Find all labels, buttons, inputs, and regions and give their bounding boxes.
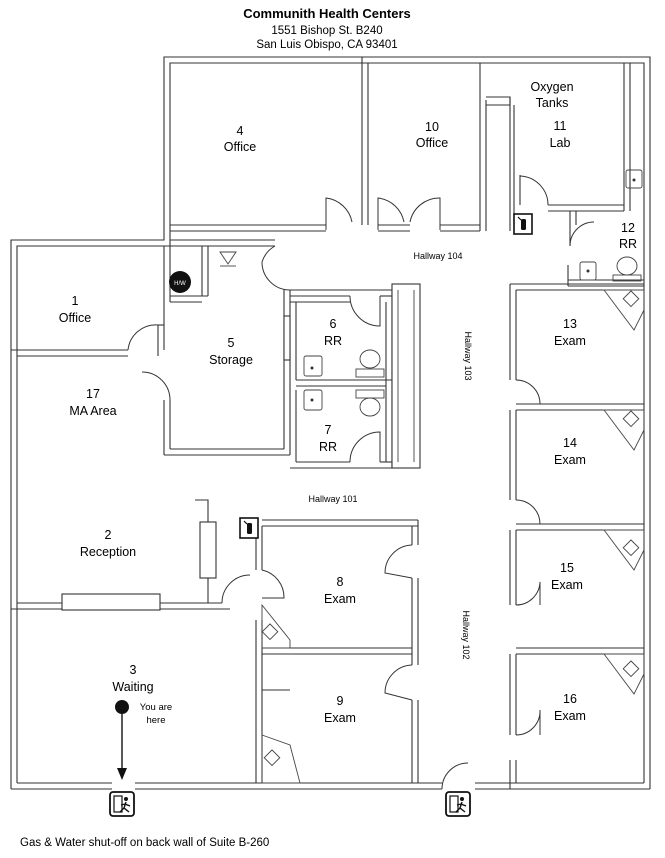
room-1-number: 1 [72, 294, 79, 308]
room-14-number: 14 [563, 436, 577, 450]
room-12-number: 12 [621, 221, 635, 235]
fire-extinguisher-icon [513, 213, 533, 235]
plan-title: Communith Health Centers [243, 6, 411, 21]
room-7-number: 7 [325, 423, 332, 437]
toilet-icon [355, 389, 385, 417]
oxygen-label-1: Oxygen [530, 80, 573, 94]
hallway-101-label: Hallway 101 [308, 494, 357, 504]
room-9-name: Exam [324, 711, 356, 725]
room-3-name: Waiting [112, 680, 153, 694]
room-11-number: 11 [554, 119, 567, 133]
room-17-number: 17 [86, 387, 100, 401]
sink-icon [603, 409, 645, 451]
room-5-name: Storage [209, 353, 253, 367]
sink-icon [261, 734, 301, 784]
outer-walls [10, 56, 651, 790]
room-8-number: 8 [337, 575, 344, 589]
you-are-here-marker-icon [115, 700, 129, 780]
room-13-number: 13 [563, 317, 577, 331]
room-8-name: Exam [324, 592, 356, 606]
gas-valve-icon [219, 251, 237, 267]
address-line-2: San Luis Obispo, CA 93401 [256, 39, 397, 51]
footer-note: Gas & Water shut-off on back wall of Sui… [20, 837, 269, 849]
oxygen-label-2: Tanks [536, 96, 569, 110]
doors [127, 175, 595, 790]
room-5-number: 5 [228, 336, 235, 350]
room-16-name: Exam [554, 709, 586, 723]
exit-icon [109, 791, 135, 817]
sink-icon [579, 261, 597, 281]
sink-icon [625, 169, 643, 189]
room-16-number: 16 [563, 692, 577, 706]
room-1-name: Office [59, 311, 91, 325]
room-10-name: Office [416, 136, 448, 150]
sink-icon [603, 289, 645, 331]
sink-icon [303, 389, 323, 411]
room-15-number: 15 [560, 561, 574, 575]
address-line-1: 1551 Bishop St. B240 [271, 25, 382, 37]
interior-walls [11, 57, 644, 789]
room-2-number: 2 [105, 528, 112, 542]
sink-icon [603, 653, 645, 695]
sink-icon [603, 529, 645, 571]
hallway-102-label: Hallway 102 [461, 610, 471, 659]
toilet-icon [612, 256, 642, 282]
room-14-name: Exam [554, 453, 586, 467]
sink-icon [261, 603, 291, 649]
you-are-here-line-1: You are [140, 702, 172, 713]
room-17-name: MA Area [69, 404, 116, 418]
exit-icon [445, 791, 471, 817]
room-15-name: Exam [551, 578, 583, 592]
room-labels: 4 Office 10 Office Oxygen Tanks 11 Lab 1… [59, 80, 637, 726]
room-6-name: RR [324, 334, 342, 348]
hallway-104-label: Hallway 104 [413, 251, 462, 261]
water-heater-label: H/W [174, 281, 186, 287]
fixtures: H/W [169, 169, 645, 784]
room-6-number: 6 [330, 317, 337, 331]
hallway-labels: Hallway 104 Hallway 103 Hallway 101 Hall… [308, 251, 473, 660]
room-3-number: 3 [130, 663, 137, 677]
room-12-name: RR [619, 237, 637, 251]
water-heater-icon: H/W [169, 271, 191, 293]
room-11-name: Lab [550, 136, 571, 150]
fire-extinguisher-icon [239, 517, 259, 539]
room-4-name: Office [224, 140, 256, 154]
room-4-number: 4 [237, 124, 244, 138]
you-are-here-line-2: here [146, 715, 165, 726]
room-13-name: Exam [554, 334, 586, 348]
room-7-name: RR [319, 440, 337, 454]
hallway-103-label: Hallway 103 [463, 331, 473, 380]
room-9-number: 9 [337, 694, 344, 708]
sink-icon [303, 355, 323, 377]
room-10-number: 10 [425, 120, 439, 134]
toilet-icon [355, 349, 385, 378]
room-2-name: Reception [80, 545, 136, 559]
